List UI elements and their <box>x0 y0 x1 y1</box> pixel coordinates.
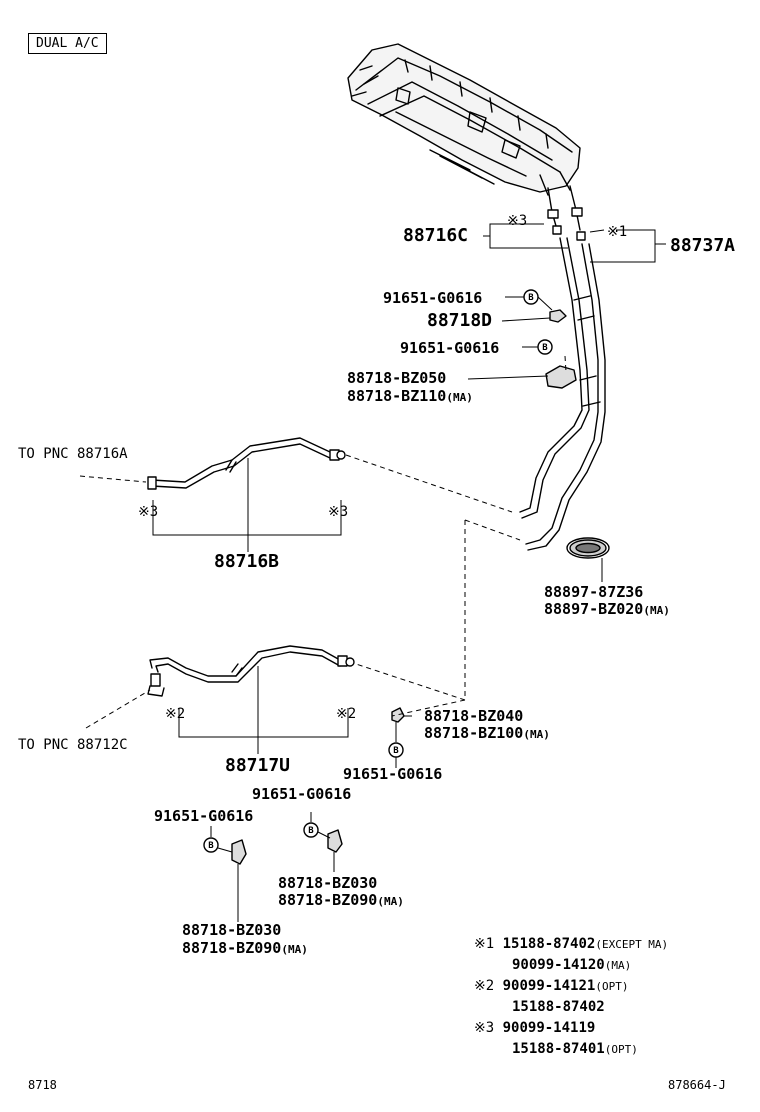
note-mark-3-right: ※3 <box>328 504 349 520</box>
label-clamp-bz100: 88718-BZ100(MA) <box>424 724 550 742</box>
ac-unit-housing <box>347 43 581 196</box>
label-88737a: 88737A <box>670 235 736 256</box>
label-clamp-bz090-right: 88718-BZ090(MA) <box>278 891 404 909</box>
label-88717u: 88717U <box>225 755 291 776</box>
label-clamp-bz050: 88718-BZ050 <box>347 369 447 387</box>
footer-page-code: 8718 <box>28 1078 57 1092</box>
note-row: ※2 90099-14121(OPT) <box>474 978 629 994</box>
label-clamp-bz030-left: 88718-BZ030 <box>182 921 282 939</box>
label-clamp-bz030-right: 88718-BZ030 <box>278 874 378 892</box>
note-mark-3-top: ※3 <box>507 213 528 229</box>
clamp-bz030-right <box>327 829 343 853</box>
grommet-88897 <box>566 537 610 559</box>
label-clamp-bz090-left: 88718-BZ090(MA) <box>182 939 308 957</box>
note-row: ※3 90099-14119 <box>474 1020 596 1036</box>
svg-text:B: B <box>528 293 534 303</box>
note-row: 15188-87402 <box>512 999 605 1015</box>
note-row: ※1 15188-87402(EXCEPT MA) <box>474 936 669 952</box>
label-bolt-1: 91651-G0616 <box>383 289 483 307</box>
note-mark-2-right: ※2 <box>336 706 357 722</box>
svg-text:B: B <box>542 343 548 353</box>
ref-to-pnc-88716a: TO PNC 88716A <box>18 446 128 462</box>
label-88716c: 88716C <box>403 225 469 246</box>
pipe-88716b <box>147 437 346 490</box>
note-row: 15188-87401(OPT) <box>512 1041 638 1057</box>
footer-diagram-id: 878664-J <box>668 1078 726 1092</box>
main-pipe-pair <box>519 237 606 551</box>
pipe-88717u <box>147 645 355 697</box>
svg-text:B: B <box>308 826 314 836</box>
svg-text:B: B <box>208 841 214 851</box>
note-mark-3-left: ※3 <box>138 504 159 520</box>
note-row: 90099-14120(MA) <box>512 957 632 973</box>
note-mark-2-left: ※2 <box>165 706 186 722</box>
label-bolt-4: 91651-G0616 <box>252 785 352 803</box>
label-bolt-5: 91651-G0616 <box>154 807 254 825</box>
dual-ac-tag: DUAL A/C <box>28 33 107 54</box>
svg-text:B: B <box>393 746 399 756</box>
label-grommet: 88897-87Z36 <box>544 583 644 601</box>
label-88718d: 88718D <box>427 310 493 331</box>
label-bolt-2: 91651-G0616 <box>400 339 500 357</box>
outlet-tube-left <box>547 187 557 227</box>
clamp-88718d <box>549 309 567 323</box>
clamp-bz050 <box>545 365 577 389</box>
clamp-bz040 <box>391 707 405 723</box>
ref-to-pnc-88712c: TO PNC 88712C <box>18 737 128 753</box>
label-bolt-3: 91651-G0616 <box>343 765 443 783</box>
label-clamp-bz110: 88718-BZ110(MA) <box>347 387 473 405</box>
label-grommet-alt: 88897-BZ020(MA) <box>544 600 670 618</box>
note-mark-1-top: ※1 <box>607 224 628 240</box>
clamp-bz030-left <box>231 839 247 865</box>
label-88716b: 88716B <box>214 551 280 572</box>
label-clamp-bz040: 88718-BZ040 <box>424 707 524 725</box>
